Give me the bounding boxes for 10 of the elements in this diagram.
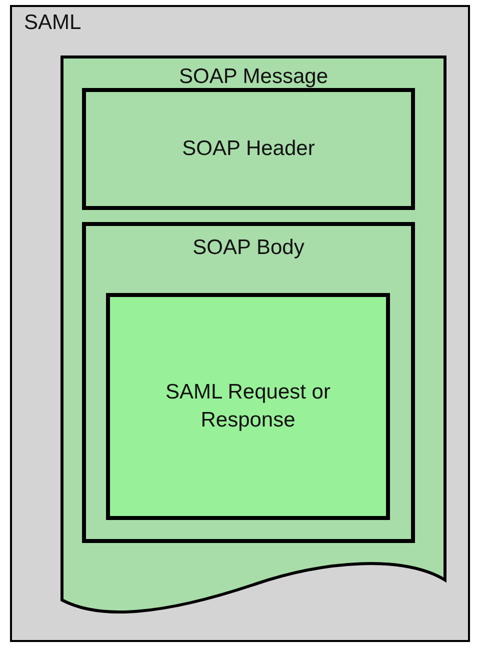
box-title: SOAP Body — [192, 235, 304, 261]
box-title: SAML — [24, 10, 82, 36]
header-box — [82, 88, 415, 210]
box-title: SOAP Message — [178, 64, 328, 90]
container-box — [10, 5, 470, 642]
document-shape — [60, 55, 447, 615]
box-title: SAML Request or Response — [164, 379, 332, 434]
box-title: SOAP Header — [181, 136, 316, 162]
body-box — [82, 222, 415, 543]
content-box — [106, 293, 390, 520]
